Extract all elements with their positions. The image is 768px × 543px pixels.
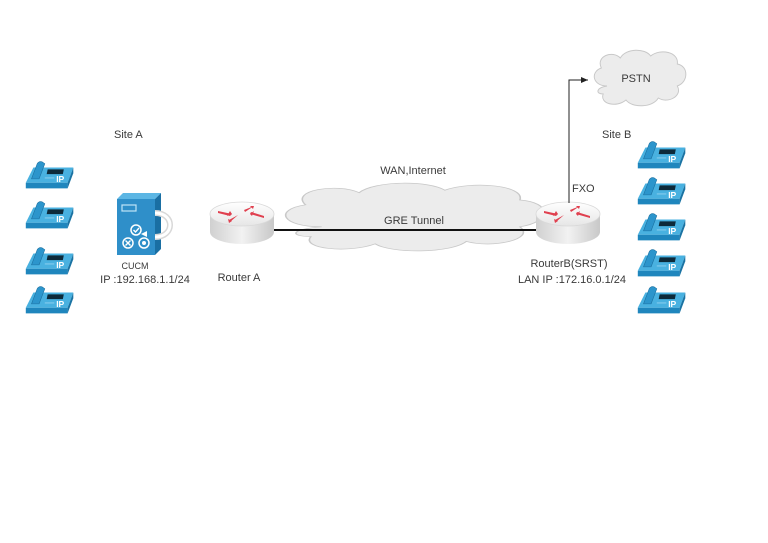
cucm-server-icon — [117, 193, 173, 255]
router-a-icon — [209, 201, 275, 245]
router-b-icon — [535, 201, 601, 245]
ip-phone-icon — [25, 247, 74, 275]
cucm-label: CUCM — [122, 261, 149, 271]
wan-label: WAN,Internet — [380, 165, 446, 177]
router-a-label: Router A — [218, 272, 261, 284]
site-b-phones — [637, 141, 686, 314]
site-a-phones — [25, 161, 74, 314]
gre-tunnel-label: GRE Tunnel — [384, 215, 444, 227]
ip-phone-icon — [637, 141, 686, 169]
router-b-ip-label: LAN IP :172.16.0.1/24 — [518, 274, 626, 286]
ip-phone-icon — [25, 286, 74, 314]
router-b-label: RouterB(SRST) — [530, 258, 607, 270]
site-b-label: Site B — [602, 129, 631, 141]
fxo-label: FXO — [572, 183, 595, 195]
cucm-ip-label: IP :192.168.1.1/24 — [100, 274, 190, 286]
ip-phone-icon — [25, 161, 74, 189]
ip-phone-icon — [637, 177, 686, 205]
ip-phone-icon — [637, 286, 686, 314]
fxo-link — [568, 77, 588, 203]
ip-phone-icon — [637, 249, 686, 277]
ip-phone-icon — [637, 213, 686, 241]
pstn-label: PSTN — [621, 73, 650, 85]
ip-phone-icon — [25, 201, 74, 229]
site-a-label: Site A — [114, 129, 143, 141]
